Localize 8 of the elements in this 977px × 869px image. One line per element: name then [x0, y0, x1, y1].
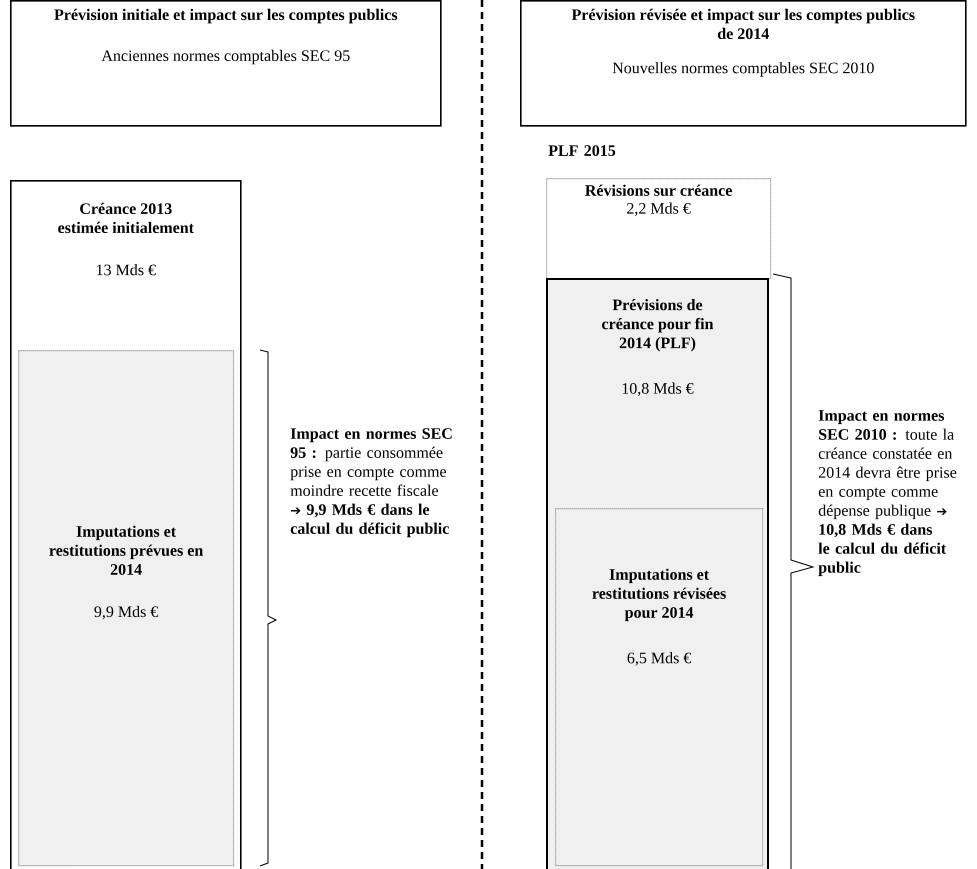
dotted-box: Imputations et restitutions révisées pour 2014 6,5 Mds €: [555, 508, 764, 866]
text-box: Prévision révisée et impact sur les comptes publics de 2014 Nouvelles normes comptables SEC 2010: [520, 0, 967, 127]
annotation-text: Impact en normes SEC 2010 : toute la créance constatée en 2014 devra être prise en compte comme dépense publique ➔ 10,8 Mds € dans le calcul du déficit public: [818, 410, 956, 576]
dotted-box: Imputations et restitutions prévues en 2014 9,9 Mds €: [18, 350, 234, 866]
annotation-text: Impact en normes SEC 95 : partie consommée prise en compte comme moindre recette fiscale ➔ 9,9 Mds € dans le calcul du déficit public: [290, 428, 452, 538]
dotted-box: Révisions sur créance 2,2 Mds €: [546, 178, 772, 280]
heading-label: PLF 2015: [548, 145, 616, 156]
text-box: Prévision initiale et impact sur les comptes publics Anciennes normes comptables SEC 95: [10, 0, 442, 127]
